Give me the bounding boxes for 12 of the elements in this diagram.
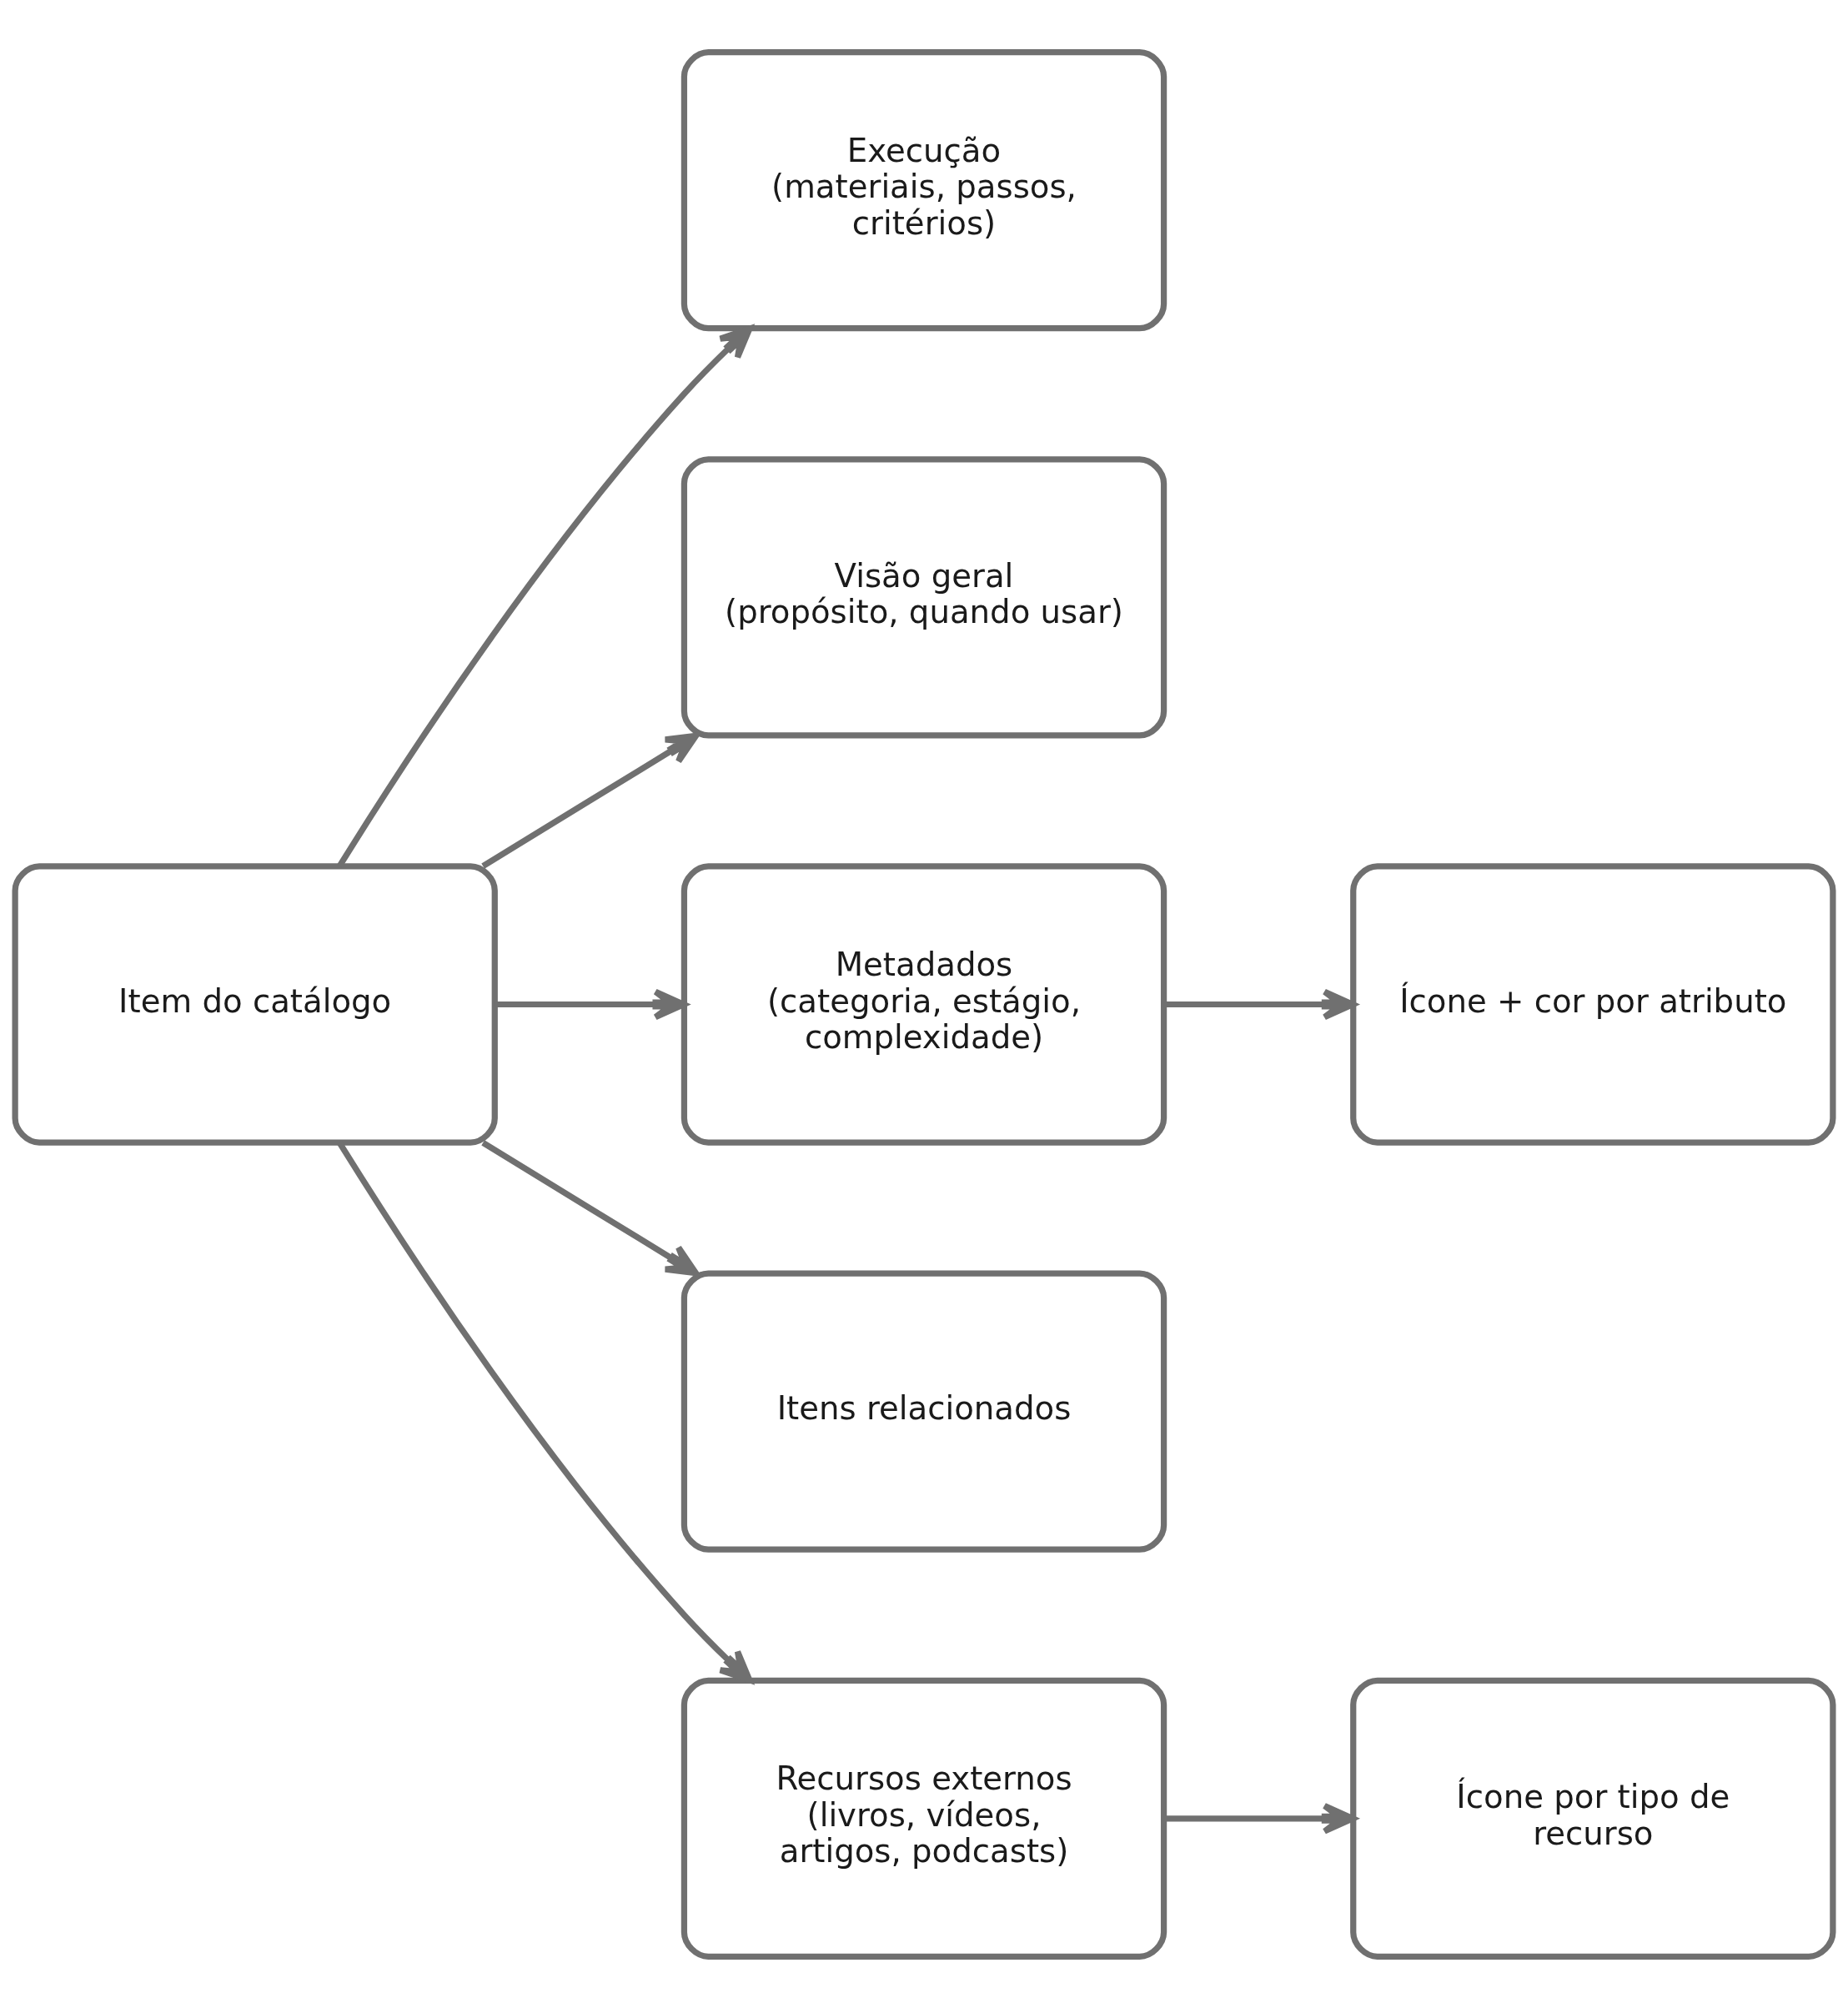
node-box: Execução (materiais, passos, critérios) bbox=[680, 48, 1168, 331]
arrow bbox=[481, 1139, 700, 1276]
node-box: Itens relacionados bbox=[680, 1270, 1168, 1553]
node-box: Item do catálogo bbox=[12, 862, 498, 1146]
node-box: Metadados (categoria, estágio, complexidade) bbox=[680, 862, 1168, 1146]
node-box: Recursos externos (livros, vídeos, artigos, podcasts) bbox=[680, 1677, 1168, 1960]
arrow bbox=[337, 1140, 753, 1683]
arrow bbox=[337, 325, 753, 868]
arrow bbox=[481, 732, 700, 869]
node-box: Ícone + cor por atributo bbox=[1350, 862, 1836, 1146]
node-box: Visão geral (propósito, quando usar) bbox=[680, 455, 1168, 738]
node-box: Ícone por tipo de recurso bbox=[1350, 1677, 1836, 1960]
